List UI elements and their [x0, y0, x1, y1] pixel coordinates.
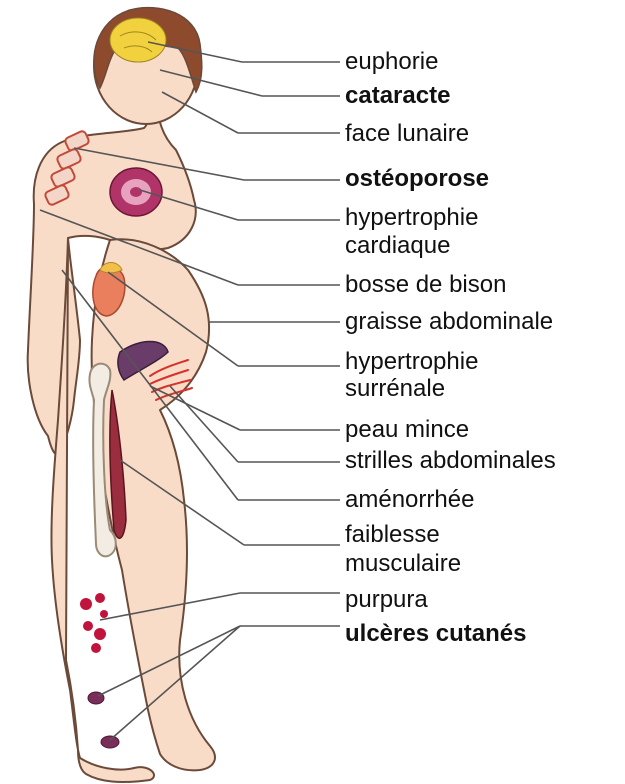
label-face-lunaire: face lunaire: [345, 122, 469, 146]
label-osteoporose: ostéoporose: [345, 167, 489, 191]
label-hypertrophie-surrenale-line2: surrénale: [345, 377, 445, 401]
label-cataracte: cataracte: [345, 84, 450, 108]
label-ulceres-cutanes: ulcères cutanés: [345, 622, 526, 646]
label-faiblesse-musculaire-line1: faiblesse: [345, 523, 440, 547]
label-hypertrophie-surrenale-line1: hypertrophie: [345, 350, 478, 374]
brain: [110, 18, 166, 62]
purpura-spots: [80, 593, 108, 653]
label-amenorrhee: aménorrhée: [345, 488, 474, 512]
label-strilles-abdominales: strilles abdominales: [345, 449, 556, 473]
label-euphorie: euphorie: [345, 50, 438, 74]
label-bosse-de-bison: bosse de bison: [345, 273, 506, 297]
skin-ulcers: [88, 692, 119, 748]
body-silhouette: [28, 8, 215, 782]
label-purpura: purpura: [345, 588, 428, 612]
label-faiblesse-musculaire-line2: musculaire: [345, 552, 461, 576]
label-graisse-abdominale: graisse abdominale: [345, 310, 553, 334]
label-hypertrophie-cardiaque-line1: hypertrophie: [345, 206, 478, 230]
label-hypertrophie-cardiaque-line2: cardiaque: [345, 234, 450, 258]
heart: [110, 168, 162, 216]
label-peau-mince: peau mince: [345, 418, 469, 442]
